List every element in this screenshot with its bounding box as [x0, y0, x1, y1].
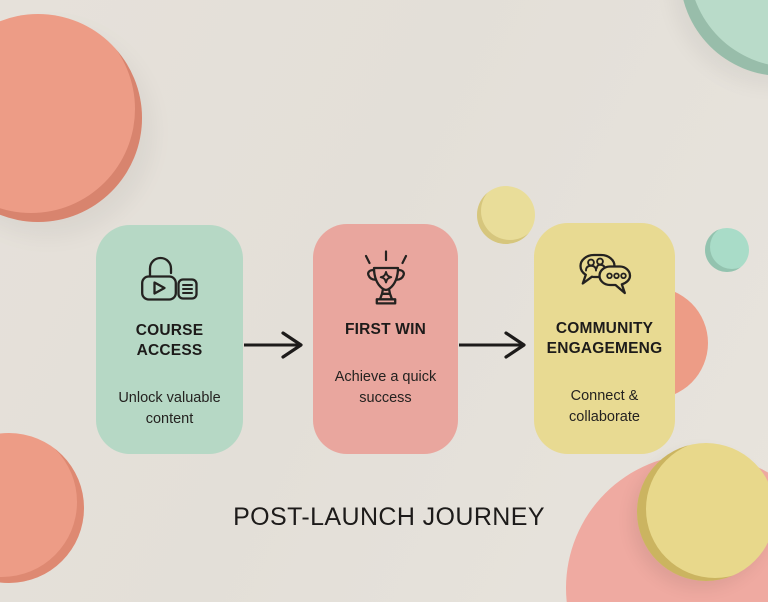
step-card-community-engagement: COMMUNITY ENGAGEMENG Connect & collabora… — [534, 223, 675, 454]
decor-circle-yellow-bottom-right — [637, 443, 768, 581]
step-card-course-access: COURSE ACCESS Unlock valuable content — [96, 225, 243, 454]
step-heading: COURSE ACCESS — [135, 322, 204, 359]
step-heading: FIRST WIN — [344, 321, 426, 338]
trophy-sparkle-icon — [362, 248, 410, 305]
step-card-first-win: FIRST WIN Achieve a quick success — [313, 224, 458, 454]
decor-circle-teal-small — [705, 228, 749, 272]
arrow-right-icon — [244, 330, 306, 360]
decor-circle-salmon-top-left — [0, 14, 142, 222]
unlocked-padlock-play-list-icon — [141, 249, 198, 305]
arrow-right-icon — [459, 330, 529, 360]
step-heading: COMMUNITY ENGAGEMENG — [546, 320, 663, 357]
chat-bubbles-icon — [577, 247, 633, 303]
step-description: Achieve a quick success — [334, 369, 437, 406]
step-description: Unlock valuable content — [118, 390, 221, 427]
decor-circle-mint-top-right — [680, 0, 768, 76]
page-title: POST-LAUNCH JOURNEY — [233, 503, 545, 531]
decor-circle-yellow-small — [477, 186, 535, 244]
step-description: Connect & collaborate — [569, 388, 640, 425]
